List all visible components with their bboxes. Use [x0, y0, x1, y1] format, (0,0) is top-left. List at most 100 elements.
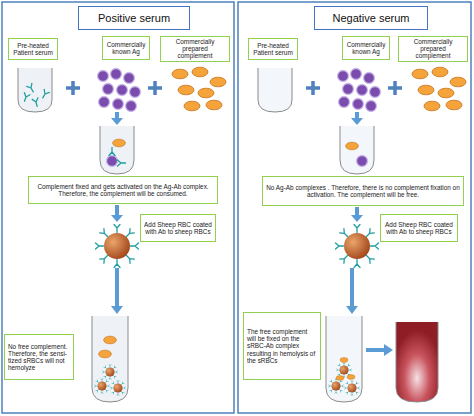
- antigen: [339, 97, 350, 108]
- plus-sign: [148, 81, 162, 95]
- antigen: [343, 84, 354, 95]
- antibody: [118, 160, 126, 166]
- flow-arrow: [351, 112, 363, 125]
- antibody: [40, 89, 49, 99]
- box-text: Positive serum: [98, 12, 170, 24]
- complement: [346, 142, 359, 150]
- box-text: Pre-heated Patient serum: [252, 42, 294, 56]
- complement: [340, 358, 348, 363]
- antigen: [353, 99, 364, 110]
- sensitized-rbc: [336, 225, 379, 268]
- step-box: No Ag-Ab complexes . Therefore, there is…: [262, 176, 464, 206]
- box-text: No Ag-Ab complexes . Therefore, there is…: [266, 184, 460, 198]
- box-text: Commercially known Ag: [346, 41, 386, 55]
- reagent-label: Commercially known Ag: [102, 36, 150, 60]
- test-tube: [326, 316, 362, 402]
- antigen: [98, 71, 109, 82]
- complement: [347, 375, 355, 380]
- antigen: [130, 87, 141, 98]
- complement: [446, 100, 462, 110]
- antigen: [99, 97, 110, 108]
- antigen: [357, 85, 368, 96]
- antigen: [124, 73, 135, 84]
- sensitized-rbc: [344, 380, 359, 395]
- test-tube: [340, 126, 374, 174]
- complement: [336, 376, 344, 381]
- box-text: Complement fixed and gets activated on t…: [32, 183, 214, 197]
- complement: [412, 69, 428, 79]
- complement: [210, 77, 226, 87]
- flow-arrow: [111, 112, 123, 125]
- antigen: [126, 101, 137, 112]
- hemolyzed-tube: [396, 322, 438, 402]
- result-box: The free complement will be fixed on the…: [243, 312, 321, 380]
- box-text: Negative serum: [332, 12, 409, 24]
- step-box: Complement fixed and gets activated on t…: [28, 176, 218, 204]
- antibody: [32, 98, 40, 107]
- complement: [184, 101, 200, 111]
- complement: [450, 77, 466, 87]
- panel-border: [2, 2, 234, 413]
- reagent-label: Pre-heated Patient serum: [248, 38, 298, 60]
- antigen: [351, 69, 362, 80]
- complement: [104, 336, 117, 344]
- reagent-label: Commercially prepared complement: [160, 36, 230, 62]
- box-text: Add Sheep RBC coated with Ab to sheep RB…: [144, 221, 212, 235]
- complement: [206, 100, 222, 110]
- antigen: [357, 156, 368, 167]
- result-box: No free complement. Therefore, the sensi…: [4, 334, 74, 380]
- step-box: Add Sheep RBC coated with Ab to sheep RB…: [140, 214, 216, 242]
- antigen: [366, 101, 377, 112]
- reagent-label: Commercially prepared complement: [398, 36, 468, 62]
- flow-arrow: [346, 268, 358, 314]
- antigen: [107, 156, 118, 167]
- antibody: [27, 83, 36, 93]
- test-tube: [18, 68, 52, 112]
- step-box: Add Sheep RBC coated with Ab to sheep RB…: [380, 214, 458, 242]
- test-tube: [92, 316, 128, 402]
- flow-arrow: [111, 268, 123, 314]
- plus-sign: [66, 81, 80, 95]
- panel-title: Positive serum: [78, 6, 190, 30]
- complement: [432, 67, 448, 77]
- complement: [192, 67, 208, 77]
- box-text: Commercially known Ag: [106, 41, 146, 55]
- flow-arrow: [351, 207, 363, 222]
- panel-border: [238, 2, 471, 413]
- flow-arrow: [111, 205, 123, 222]
- antigen: [338, 71, 349, 82]
- antibody: [109, 148, 115, 156]
- antibody: [22, 93, 30, 103]
- complement: [113, 139, 126, 147]
- antigen: [113, 99, 124, 110]
- plus-sign: [388, 81, 402, 95]
- antigen: [117, 85, 128, 96]
- antigen: [111, 69, 122, 80]
- complement: [198, 88, 214, 98]
- test-tube: [258, 68, 292, 112]
- box-text: No free complement. Therefore, the sensi…: [8, 343, 70, 372]
- complement: [99, 350, 112, 358]
- test-tube: [100, 126, 134, 174]
- box-text: Commercially prepared complement: [164, 38, 226, 60]
- panel-title: Negative serum: [314, 6, 428, 30]
- antigen: [370, 87, 381, 98]
- antigen: [364, 73, 375, 84]
- sensitized-rbc: [96, 225, 139, 268]
- complement: [418, 85, 434, 95]
- reagent-label: Commercially known Ag: [342, 36, 390, 60]
- complement: [172, 69, 188, 79]
- sensitized-rbc: [328, 378, 343, 393]
- reagent-label: Pre-heated Patient serum: [8, 38, 58, 60]
- flow-arrow: [366, 344, 393, 356]
- sensitized-rbc: [110, 380, 125, 395]
- complement: [424, 101, 440, 111]
- antigen: [103, 84, 114, 95]
- plus-sign: [306, 81, 320, 95]
- box-text: The free complement will be fixed on the…: [247, 328, 317, 364]
- box-text: Pre-heated Patient serum: [12, 42, 54, 56]
- sensitized-rbc: [102, 364, 117, 379]
- complement: [178, 85, 194, 95]
- sensitized-rbc: [94, 378, 109, 393]
